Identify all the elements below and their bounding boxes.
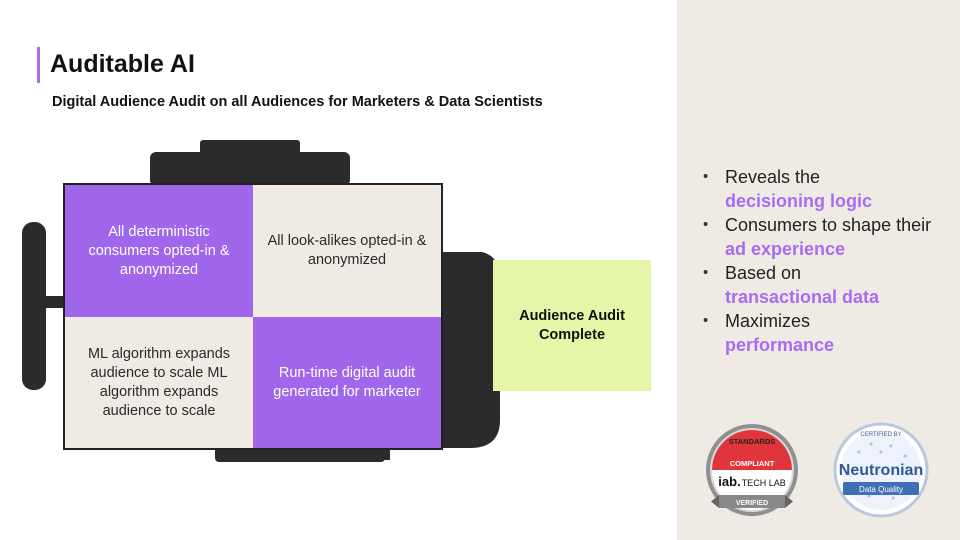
bullet-text: Consumers to shape their (725, 215, 932, 235)
iab-ribbon-text: VERIFIED (736, 500, 768, 507)
neutronian-data-quality-badge-icon: CERTIFIED BY Neutronian Data Quality (833, 422, 929, 518)
iab-brand-bold: iab. (718, 474, 740, 489)
bullet-highlight: transactional data (725, 287, 880, 307)
bullet-highlight: performance (725, 335, 835, 355)
slide-subtitle: Digital Audience Audit on all Audiences … (52, 94, 543, 110)
iab-band-text: COMPLIANT (730, 459, 775, 468)
neutronian-arc-text: CERTIFIED BY (860, 432, 901, 438)
bullet-text: Reveals the (725, 167, 821, 187)
grid-cell-lookalikes: All look-alikes opted-in & anonymized (253, 185, 441, 317)
audience-audit-complete-box: Audience Audit Complete (493, 260, 651, 391)
iab-brand-rest: TECH LAB (742, 478, 786, 488)
benefits-list: Reveals the decisioning logic Consumers t… (703, 165, 953, 357)
iab-tech-lab-badge-icon: STANDARDS COMPLIANT iab.TECH LAB VERIFIE… (706, 424, 798, 516)
bullet-text: Based on (725, 263, 802, 283)
title-accent-bar (37, 47, 40, 83)
bullet-item: Reveals the decisioning logic (703, 165, 953, 213)
audience-grid-frame (63, 183, 443, 450)
iab-ring-text: STANDARDS (729, 437, 776, 446)
iab-brand: iab.TECH LAB (718, 474, 785, 489)
grid-cell-ml-algorithm: ML algorithm expands audience to scale M… (65, 317, 253, 448)
bullet-text: Maximizes (725, 311, 811, 331)
neutronian-ribbon-text: Data Quality (859, 485, 903, 494)
bullet-item: Consumers to shape their ad experience (703, 213, 953, 261)
bullet-item: Based on transactional data (703, 261, 953, 309)
engine-icon (22, 140, 511, 462)
grid-cell-deterministic: All deterministic consumers opted-in & a… (65, 185, 253, 317)
neutronian-brand-text: Neutronian (839, 462, 923, 479)
slide-title: Auditable AI (50, 50, 195, 78)
grid-cell-runtime-audit: Run-time digital audit generated for mar… (253, 317, 441, 448)
bullet-item: Maximizes performance (703, 309, 953, 357)
bullet-highlight: decisioning logic (725, 191, 873, 211)
bullet-highlight: ad experience (725, 239, 846, 259)
